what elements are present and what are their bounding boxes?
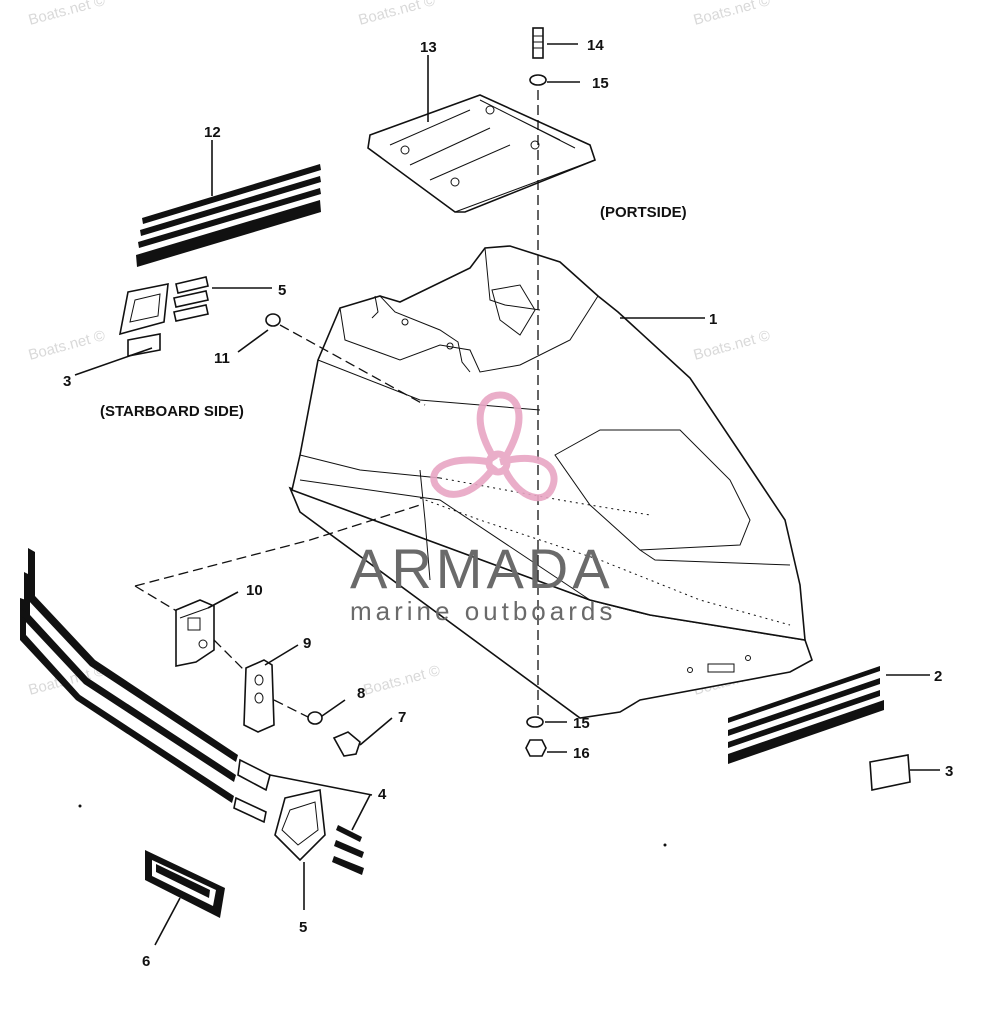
callout-5-starboard: 5 bbox=[278, 282, 286, 299]
decal-3-portside bbox=[869, 754, 911, 791]
watermark-text: Boats.net © bbox=[27, 0, 107, 29]
callout-1: 1 bbox=[709, 311, 717, 328]
screw-11 bbox=[265, 313, 426, 406]
callout-10: 10 bbox=[246, 582, 263, 599]
callout-15-bottom: 15 bbox=[573, 715, 590, 732]
watermark-text: Boats.net © bbox=[357, 0, 437, 29]
callout-13: 13 bbox=[420, 39, 437, 56]
callout-6: 6 bbox=[142, 953, 150, 970]
watermark-text: Boats.net © bbox=[692, 0, 772, 29]
callout-7: 7 bbox=[398, 709, 406, 726]
screw-7 bbox=[332, 731, 361, 757]
logo-tagline: marine outboards bbox=[350, 596, 616, 626]
callout-11: 11 bbox=[214, 350, 230, 367]
armada-logo: ARMADA marine outboards bbox=[350, 391, 616, 626]
watermark-text: Boats.net © bbox=[362, 662, 442, 699]
leader-lines bbox=[74, 43, 940, 946]
callout-14: 14 bbox=[587, 37, 604, 54]
callout-2: 2 bbox=[934, 668, 942, 685]
callout-4: 4 bbox=[378, 786, 387, 803]
decal-stripe-2 bbox=[728, 666, 884, 764]
watermark-text: Boats.net © bbox=[692, 327, 772, 364]
hood-cover bbox=[367, 94, 596, 213]
starboard-side-label: (STARBOARD SIDE) bbox=[100, 403, 244, 420]
top-cowl bbox=[288, 245, 813, 719]
name-plate-6 bbox=[145, 850, 225, 918]
portside-label: (PORTSIDE) bbox=[600, 204, 687, 221]
callout-15-top: 15 bbox=[592, 75, 609, 92]
logo-name: ARMADA bbox=[350, 537, 614, 600]
callout-12: 12 bbox=[204, 124, 221, 141]
callout-numbers: 1 2 3 3 4 5 5 6 7 8 9 10 11 12 13 14 15 … bbox=[63, 37, 953, 970]
callout-8: 8 bbox=[357, 685, 365, 702]
plate-9 bbox=[213, 639, 311, 733]
callout-9: 9 bbox=[303, 635, 311, 652]
callout-5-lower: 5 bbox=[299, 919, 307, 936]
callout-3-portside: 3 bbox=[945, 763, 953, 780]
nut-8 bbox=[307, 711, 323, 725]
decal-set-starboard bbox=[118, 276, 209, 357]
decal-set-lower bbox=[233, 758, 364, 875]
bracket-10 bbox=[175, 599, 215, 667]
watermark-text: Boats.net © bbox=[27, 327, 107, 364]
decal-stripe-4 bbox=[20, 548, 238, 803]
decal-stripe-12 bbox=[136, 164, 321, 267]
propeller-icon bbox=[430, 391, 558, 502]
callout-3-starboard: 3 bbox=[63, 373, 71, 390]
fastener-stack bbox=[525, 27, 547, 757]
callout-16: 16 bbox=[573, 745, 590, 762]
